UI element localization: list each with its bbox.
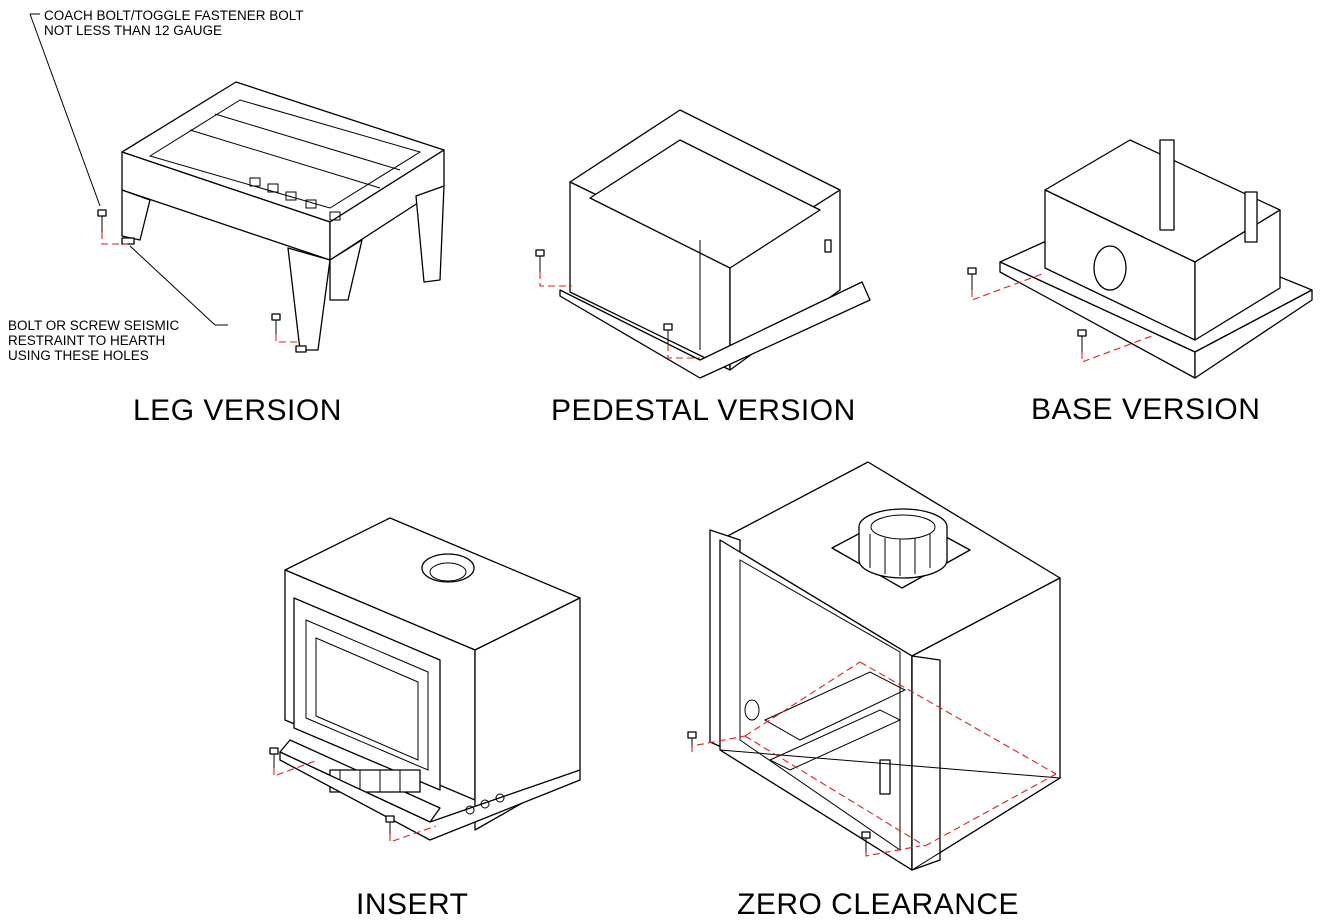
coach-bolt-note-line-1: COACH BOLT/TOGGLE FASTENER BOLT (44, 8, 304, 23)
leg-version-drawing (29, 13, 445, 353)
caption-insert: INSERT (356, 888, 469, 921)
insert-drawing (269, 517, 581, 843)
zero-clearance-drawing (687, 461, 1062, 871)
seismic-note-line-3: USING THESE HOLES (8, 348, 149, 363)
caption-pedestal-version: PEDESTAL VERSION (551, 394, 856, 427)
caption-base-version: BASE VERSION (1031, 393, 1261, 426)
caption-leg-version: LEG VERSION (133, 394, 342, 427)
coach-bolt-note: COACH BOLT/TOGGLE FASTENER BOLT NOT LESS… (44, 8, 304, 38)
caption-zero-clearance: ZERO CLEARANCE (737, 888, 1020, 921)
seismic-note-line-2: RESTRAINT TO HEARTH (8, 333, 166, 348)
base-version-drawing (967, 139, 1313, 379)
coach-bolt-note-line-2: NOT LESS THAN 12 GAUGE (44, 23, 223, 38)
pedestal-version-drawing (535, 109, 871, 379)
seismic-restraint-note: BOLT OR SCREW SEISMIC RESTRAINT TO HEART… (8, 318, 179, 363)
seismic-note-line-1: BOLT OR SCREW SEISMIC (8, 318, 180, 333)
